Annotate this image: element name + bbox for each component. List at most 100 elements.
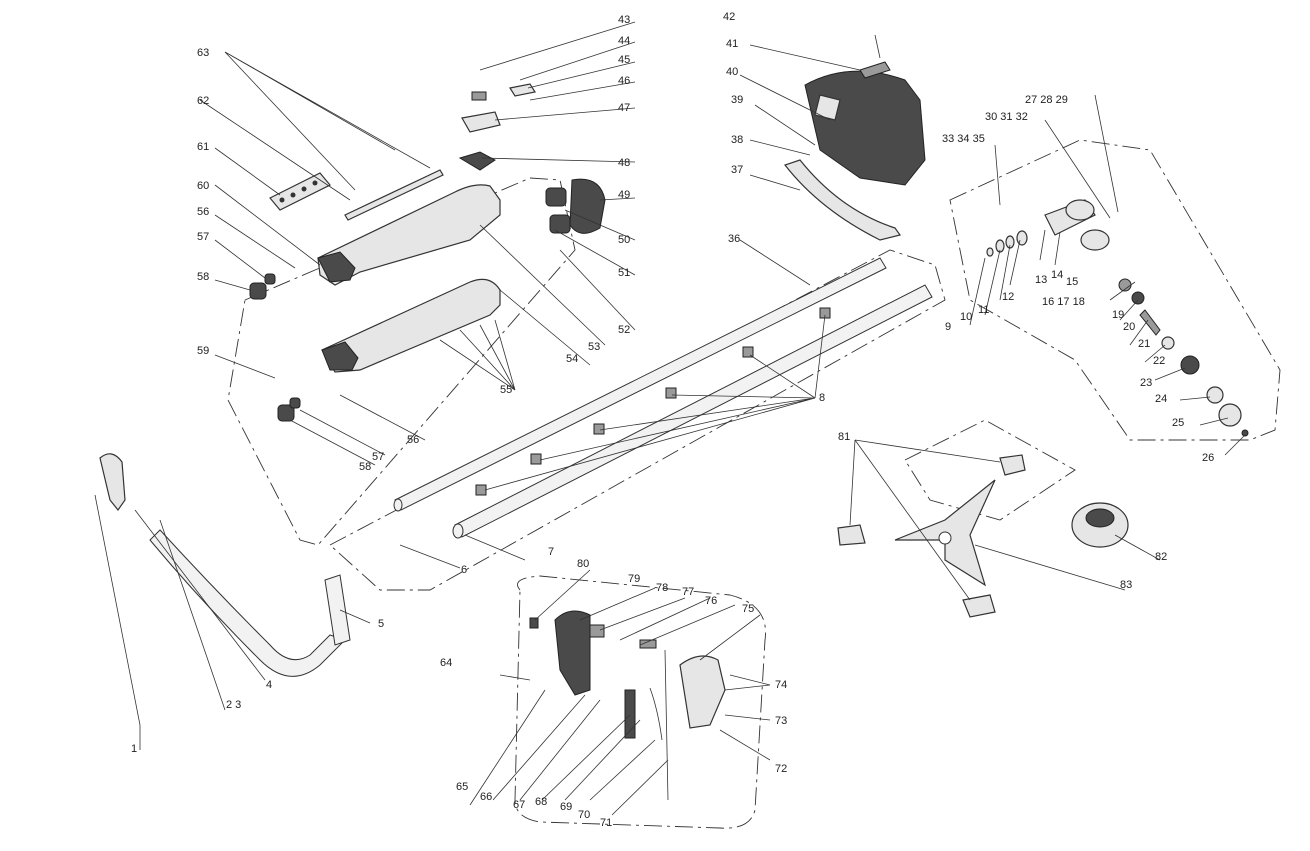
part-label-79: 79 [628, 573, 640, 585]
part-label-22: 22 [1153, 355, 1165, 367]
motor-housing-group-outline [227, 177, 576, 546]
part-label-59: 59 [197, 345, 209, 357]
part-label-53: 53 [588, 341, 600, 353]
part-label-73: 73 [775, 715, 787, 727]
part-label-56-upper: 56 [197, 206, 209, 218]
housing-cover-top [317, 184, 501, 286]
part-label-7: 7 [548, 546, 554, 558]
part-label-39: 39 [731, 94, 743, 106]
part-label-36: 36 [728, 233, 740, 245]
part-label-24: 24 [1155, 393, 1167, 405]
part-label-50: 50 [618, 234, 630, 246]
main-shaft-tube [452, 284, 933, 539]
part-label-77: 77 [682, 586, 694, 598]
part-label-8: 8 [819, 392, 825, 404]
part-label-51: 51 [618, 267, 630, 279]
part-label-64: 64 [440, 657, 452, 669]
part-label-10: 10 [960, 311, 972, 323]
trimmer-spool-head [1071, 502, 1129, 548]
part-label-80: 80 [577, 558, 589, 570]
part-number-labels: 1 2 3 4 5 6 7 8 9 10 11 12 13 14 15 16 1… [131, 11, 1214, 829]
part-label-6: 6 [461, 564, 467, 576]
part-label-12: 12 [1002, 291, 1014, 303]
part-label-26: 26 [1202, 452, 1214, 464]
three-tooth-blade [894, 479, 996, 587]
part-label-56-lower: 56 [407, 434, 419, 446]
housing-cover-bottom [321, 278, 501, 373]
part-label-65: 65 [456, 781, 468, 793]
rear-handle-assembly [529, 610, 726, 801]
vent-grille [269, 172, 331, 211]
part-label-47: 47 [618, 102, 630, 114]
shaft-bushings [475, 307, 831, 496]
blade-group-outline [904, 419, 1076, 521]
part-label-9: 9 [945, 321, 951, 333]
part-label-49: 49 [618, 189, 630, 201]
drive-shaft-tube [393, 257, 887, 512]
gearhead-assembly [986, 199, 1249, 437]
blade-covers [837, 454, 1026, 618]
part-label-33-35: 33 34 35 [942, 133, 985, 145]
part-label-70: 70 [578, 809, 590, 821]
part-label-25: 25 [1172, 417, 1184, 429]
part-label-23: 23 [1140, 377, 1152, 389]
part-label-75: 75 [742, 603, 754, 615]
auxiliary-handle [99, 453, 351, 677]
part-label-27-29: 27 28 29 [1025, 94, 1068, 106]
part-label-72: 72 [775, 763, 787, 775]
part-label-44: 44 [618, 35, 630, 47]
part-label-21: 21 [1138, 338, 1150, 350]
part-label-82: 82 [1155, 551, 1167, 563]
strip-63 [344, 169, 444, 221]
shaft-group-outline [329, 249, 946, 591]
part-label-54: 54 [566, 353, 578, 365]
part-label-62: 62 [197, 95, 209, 107]
part-label-42: 42 [723, 11, 735, 23]
part-label-48: 48 [618, 157, 630, 169]
part-label-46: 46 [618, 75, 630, 87]
part-label-38: 38 [731, 134, 743, 146]
part-label-61: 61 [197, 141, 209, 153]
part-label-60: 60 [197, 180, 209, 192]
handle-group-outline [514, 575, 767, 829]
part-label-20: 20 [1123, 321, 1135, 333]
part-label-76: 76 [705, 595, 717, 607]
knobs-57-58 [249, 273, 301, 422]
switch-parts [458, 83, 536, 171]
part-label-1: 1 [131, 743, 137, 755]
part-label-57-lower: 57 [372, 451, 384, 463]
part-label-83: 83 [1120, 579, 1132, 591]
part-label-57-upper: 57 [197, 231, 209, 243]
part-label-58-upper: 58 [197, 271, 209, 283]
blade-guard [784, 61, 926, 241]
part-label-71: 71 [600, 817, 612, 829]
part-label-45: 45 [618, 54, 630, 66]
part-label-41: 41 [726, 38, 738, 50]
part-label-14: 14 [1051, 269, 1063, 281]
part-label-63: 63 [197, 47, 209, 59]
part-label-37: 37 [731, 164, 743, 176]
part-label-74: 74 [775, 679, 787, 691]
part-label-67: 67 [513, 799, 525, 811]
motor-end-cap [545, 178, 606, 234]
part-label-16-18: 16 17 18 [1042, 296, 1085, 308]
gearhead-group-outline [949, 139, 1281, 441]
part-label-81: 81 [838, 431, 850, 443]
part-label-52: 52 [618, 324, 630, 336]
part-label-11: 11 [978, 304, 989, 316]
part-label-58-lower: 58 [359, 461, 371, 473]
part-label-69: 69 [560, 801, 572, 813]
part-label-15: 15 [1066, 276, 1078, 288]
part-label-40: 40 [726, 66, 738, 78]
part-label-68: 68 [535, 796, 547, 808]
part-label-78: 78 [656, 582, 668, 594]
part-label-66: 66 [480, 791, 492, 803]
part-label-55: 55 [500, 384, 512, 396]
part-label-43: 43 [618, 14, 630, 26]
part-label-2-3: 2 3 [226, 699, 241, 711]
leader-lines [94, 21, 1246, 816]
part-label-30-32: 30 31 32 [985, 111, 1028, 123]
part-label-5: 5 [378, 618, 384, 630]
part-label-4: 4 [266, 679, 272, 691]
